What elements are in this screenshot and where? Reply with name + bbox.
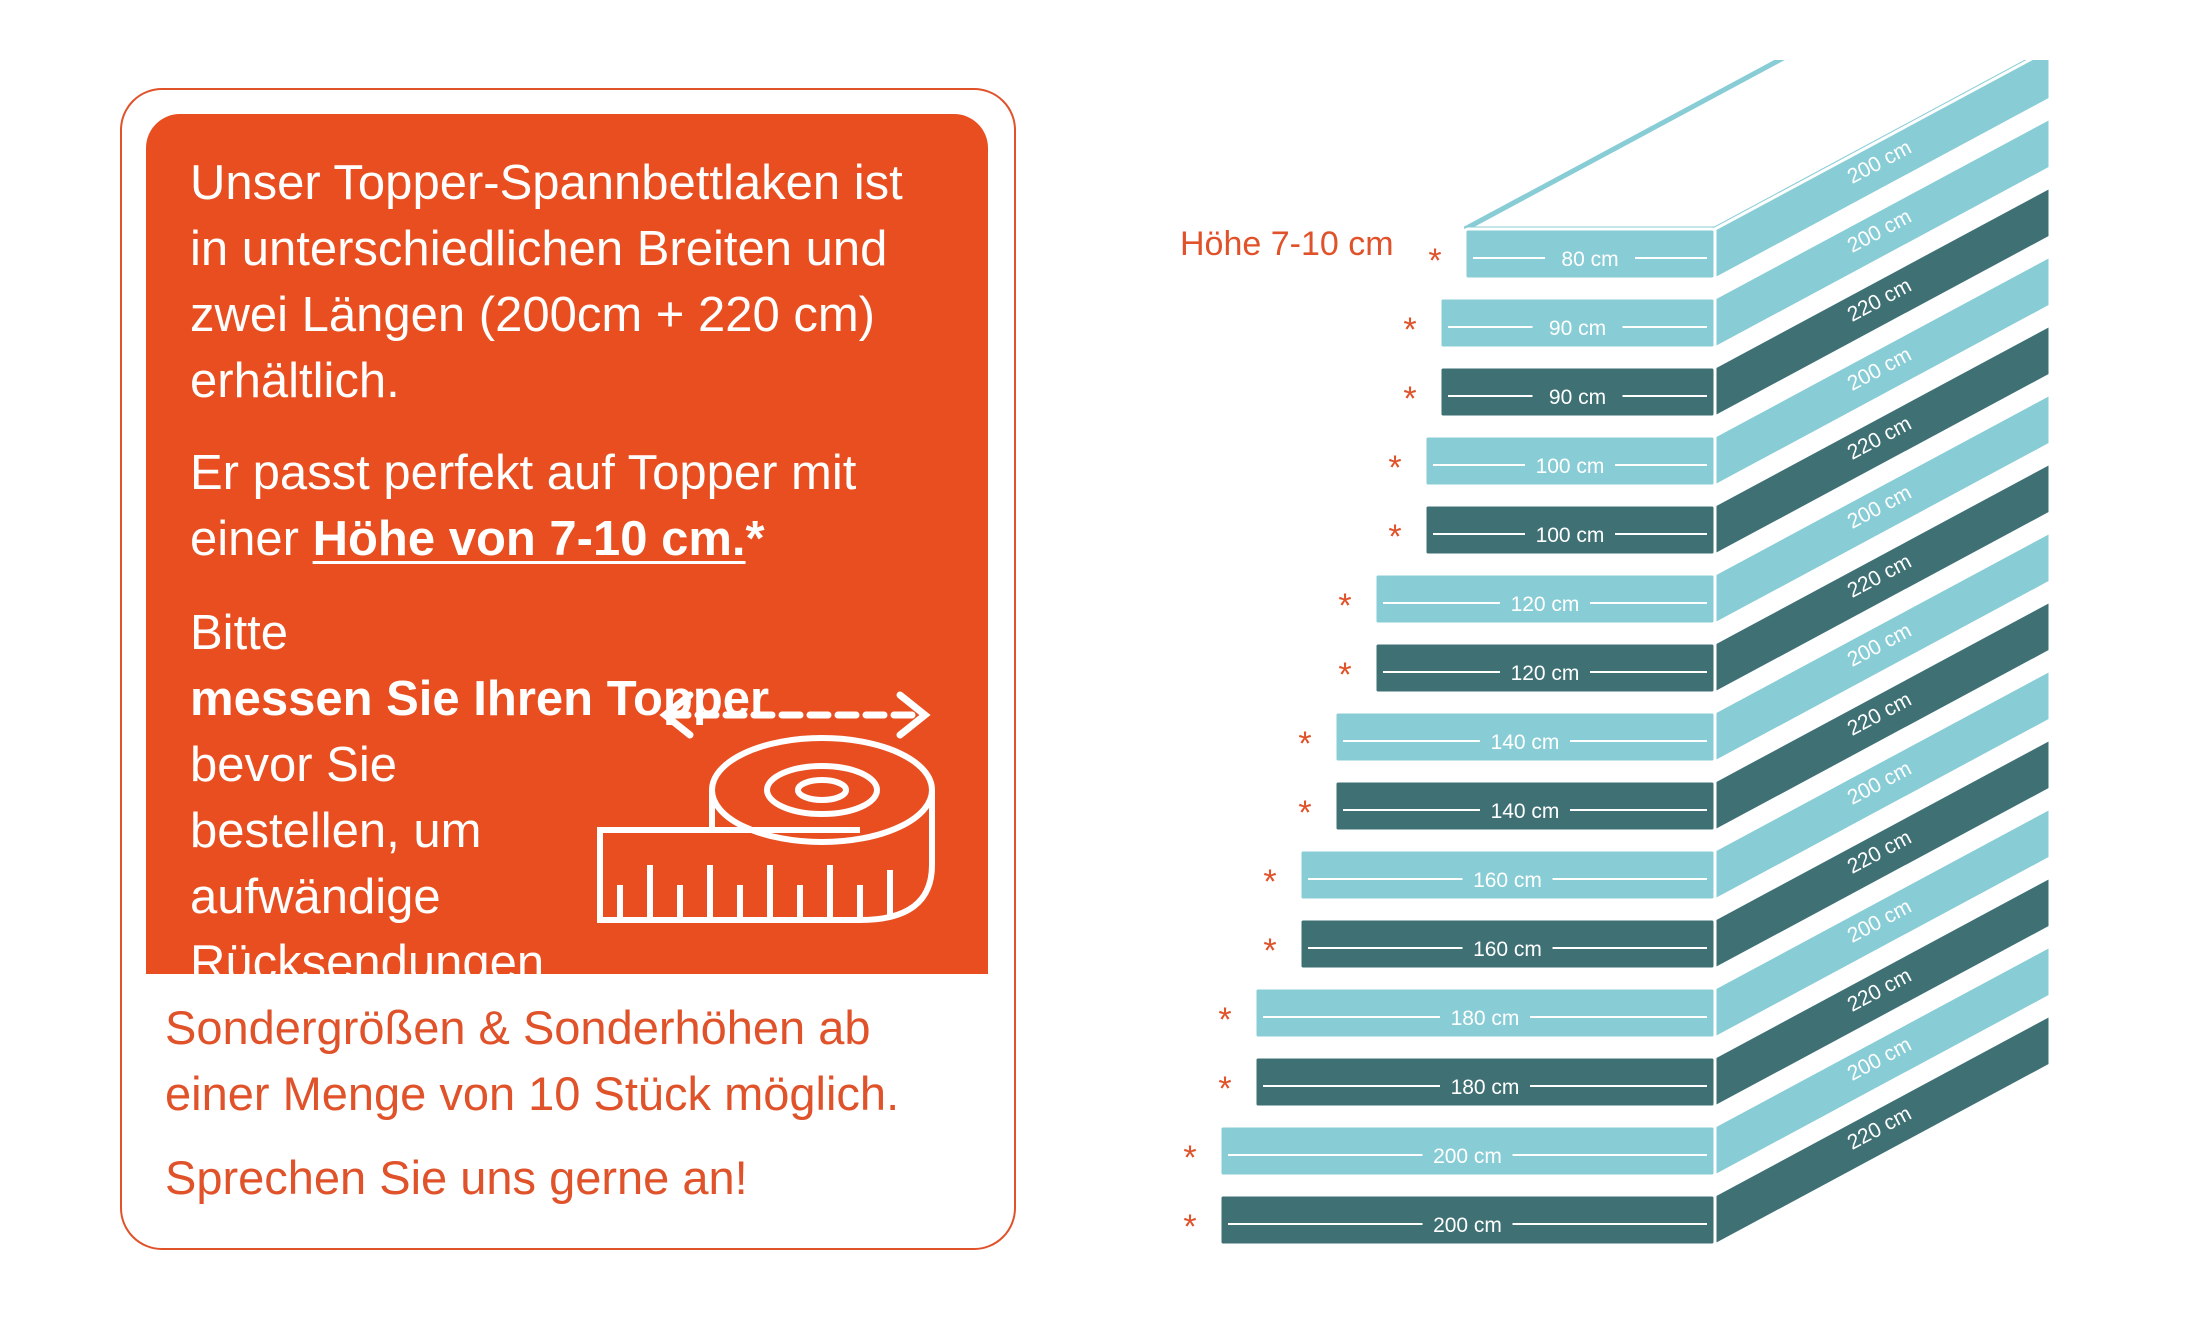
width-label: 200 cm — [1433, 1145, 1502, 1168]
width-label-bg — [1480, 795, 1570, 821]
measure-text-prefix: Bitte — [190, 606, 289, 660]
width-label: 160 cm — [1473, 869, 1542, 892]
contact-note: Sprechen Sie uns gerne an! — [165, 1151, 748, 1204]
width-label: 100 cm — [1536, 524, 1605, 547]
width-label: 90 cm — [1549, 386, 1606, 409]
asterisk-mark: * — [1388, 518, 1401, 556]
fit-text-asterisk: * — [745, 512, 765, 566]
fit-text: Er passt perfekt auf Topper mit einer Hö… — [190, 440, 950, 572]
width-label-bg — [1525, 519, 1615, 545]
measure-text: Bitte messen Sie Ihren Topper bevor Sie … — [190, 600, 769, 1062]
asterisk-mark: * — [1338, 656, 1351, 694]
width-label-bg — [1440, 1071, 1530, 1097]
width-label: 160 cm — [1473, 938, 1542, 961]
width-label-bg — [1462, 864, 1553, 890]
asterisk-mark: * — [1403, 311, 1416, 349]
asterisk-mark: * — [1298, 794, 1311, 832]
height-highlight: Höhe von 7-10 cm. — [312, 512, 746, 566]
height-label: Höhe 7-10 cm — [1180, 225, 1394, 263]
asterisk-mark: * — [1263, 932, 1276, 970]
width-label-bg — [1532, 312, 1623, 338]
asterisk-mark: * — [1338, 587, 1351, 625]
width-label-bg — [1480, 726, 1570, 752]
width-label: 140 cm — [1491, 800, 1560, 823]
special-sizes-note: Sondergrößen & Sonderhöhen ab einer Meng… — [165, 1001, 900, 1120]
double-arrow-icon — [659, 691, 931, 739]
width-label: 120 cm — [1511, 662, 1580, 685]
width-label-bg — [1462, 933, 1553, 959]
width-label: 80 cm — [1561, 248, 1618, 271]
width-label: 140 cm — [1491, 731, 1560, 754]
width-label: 180 cm — [1451, 1076, 1520, 1099]
width-label-bg — [1532, 381, 1623, 407]
fit-text-prefix: Er passt perfekt auf Topper mit einer — [190, 446, 857, 566]
width-label-bg — [1545, 243, 1635, 269]
asterisk-mark: * — [1428, 242, 1441, 280]
asterisk-mark: * — [1218, 1070, 1231, 1108]
width-label-bg — [1422, 1209, 1513, 1235]
asterisk-mark: * — [1403, 380, 1416, 418]
asterisk-mark: * — [1388, 449, 1401, 487]
width-label: 180 cm — [1451, 1007, 1520, 1030]
width-label: 100 cm — [1536, 455, 1605, 478]
width-label: 200 cm — [1433, 1214, 1502, 1237]
width-label-bg — [1500, 657, 1590, 683]
width-label-bg — [1500, 588, 1590, 614]
intro-text: Unser Topper-Spannbettlaken ist in unter… — [190, 156, 903, 408]
width-label: 120 cm — [1511, 593, 1580, 616]
measure-text-rest: bevor Sie bestellen, um aufwändige Rücks… — [190, 738, 545, 1056]
width-label-bg — [1422, 1140, 1513, 1166]
width-label: 90 cm — [1549, 317, 1606, 340]
asterisk-mark: * — [1218, 1001, 1231, 1039]
width-label-bg — [1440, 1002, 1530, 1028]
asterisk-mark: * — [1183, 1208, 1196, 1246]
width-label-bg — [1525, 450, 1615, 476]
asterisk-mark: * — [1263, 863, 1276, 901]
asterisk-mark: * — [1298, 725, 1311, 763]
measuring-tape-icon — [597, 691, 935, 923]
asterisk-mark: * — [1183, 1139, 1196, 1177]
